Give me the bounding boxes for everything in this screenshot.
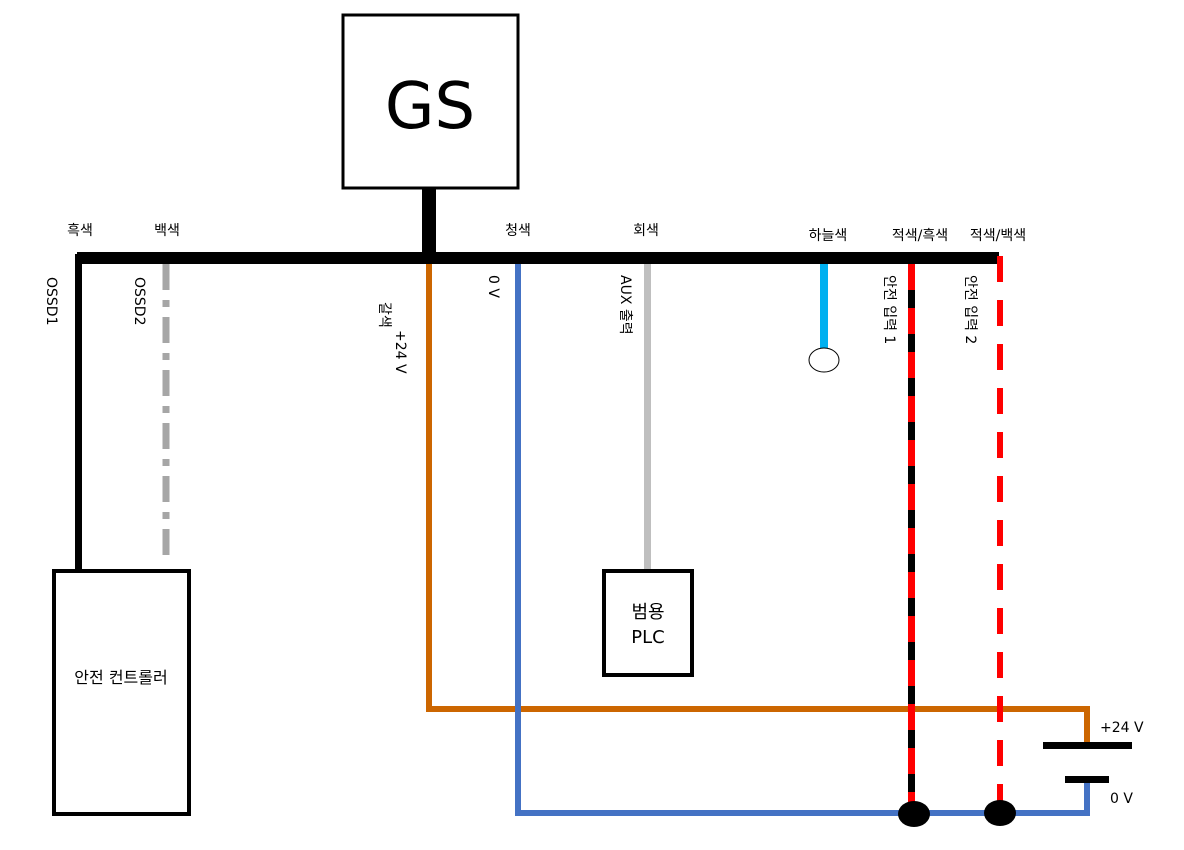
wire-signal-label-ground: 0 V <box>485 275 501 298</box>
gs-device-box <box>341 13 520 190</box>
wire-color-label-safety1: 적색/흑색 <box>892 227 948 244</box>
wire-signal-label-ossd1: OSSD1 <box>43 277 59 325</box>
supply-negative-label: 0 V <box>1110 791 1133 807</box>
gs-cable <box>422 188 436 254</box>
safety-controller-box <box>52 569 191 816</box>
junction-dot-safety2 <box>984 800 1016 826</box>
wire-color-label-skyblue: 하늘색 <box>809 228 848 244</box>
junction-dot-safety1 <box>898 801 930 827</box>
wire-ground <box>515 264 1090 816</box>
battery-negative-plate <box>1065 776 1109 783</box>
wire-color-label-aux: 회색 <box>633 223 659 239</box>
wire-color-label-ossd2: 백색 <box>154 223 180 239</box>
wire-signal-label-aux: AUX 출력 <box>617 275 633 335</box>
wire-aux <box>644 264 651 569</box>
wire-skyblue-open-end <box>808 347 840 373</box>
battery-positive-plate <box>1043 742 1132 749</box>
wire-power <box>426 264 1090 745</box>
plc-label-line2: PLC <box>631 627 664 648</box>
wire-skyblue <box>820 264 828 350</box>
wire-color-label-power: 갈색 <box>376 302 392 328</box>
wire-color-label-ground: 청색 <box>505 223 531 239</box>
wire-color-label-ossd1: 흑색 <box>67 222 93 239</box>
wire-ossd1 <box>75 254 82 570</box>
wire-signal-label-safety1: 안전 입력 1 <box>881 275 897 344</box>
wire-signal-label-power: +24 V <box>392 330 408 374</box>
supply-positive-label: +24 V <box>1100 720 1144 736</box>
gs-device-label: GS <box>385 70 475 144</box>
plc-label-line1: 범용 <box>631 602 664 623</box>
safety-controller-label: 안전 컨트롤러 <box>74 668 167 687</box>
plc-box <box>602 569 694 677</box>
wire-signal-label-ossd2: OSSD2 <box>131 277 147 325</box>
main-cable-bus <box>77 252 999 264</box>
wire-color-label-safety2: 적색/백색 <box>970 228 1026 244</box>
wire-signal-label-safety2: 안전 입력 2 <box>962 275 978 344</box>
